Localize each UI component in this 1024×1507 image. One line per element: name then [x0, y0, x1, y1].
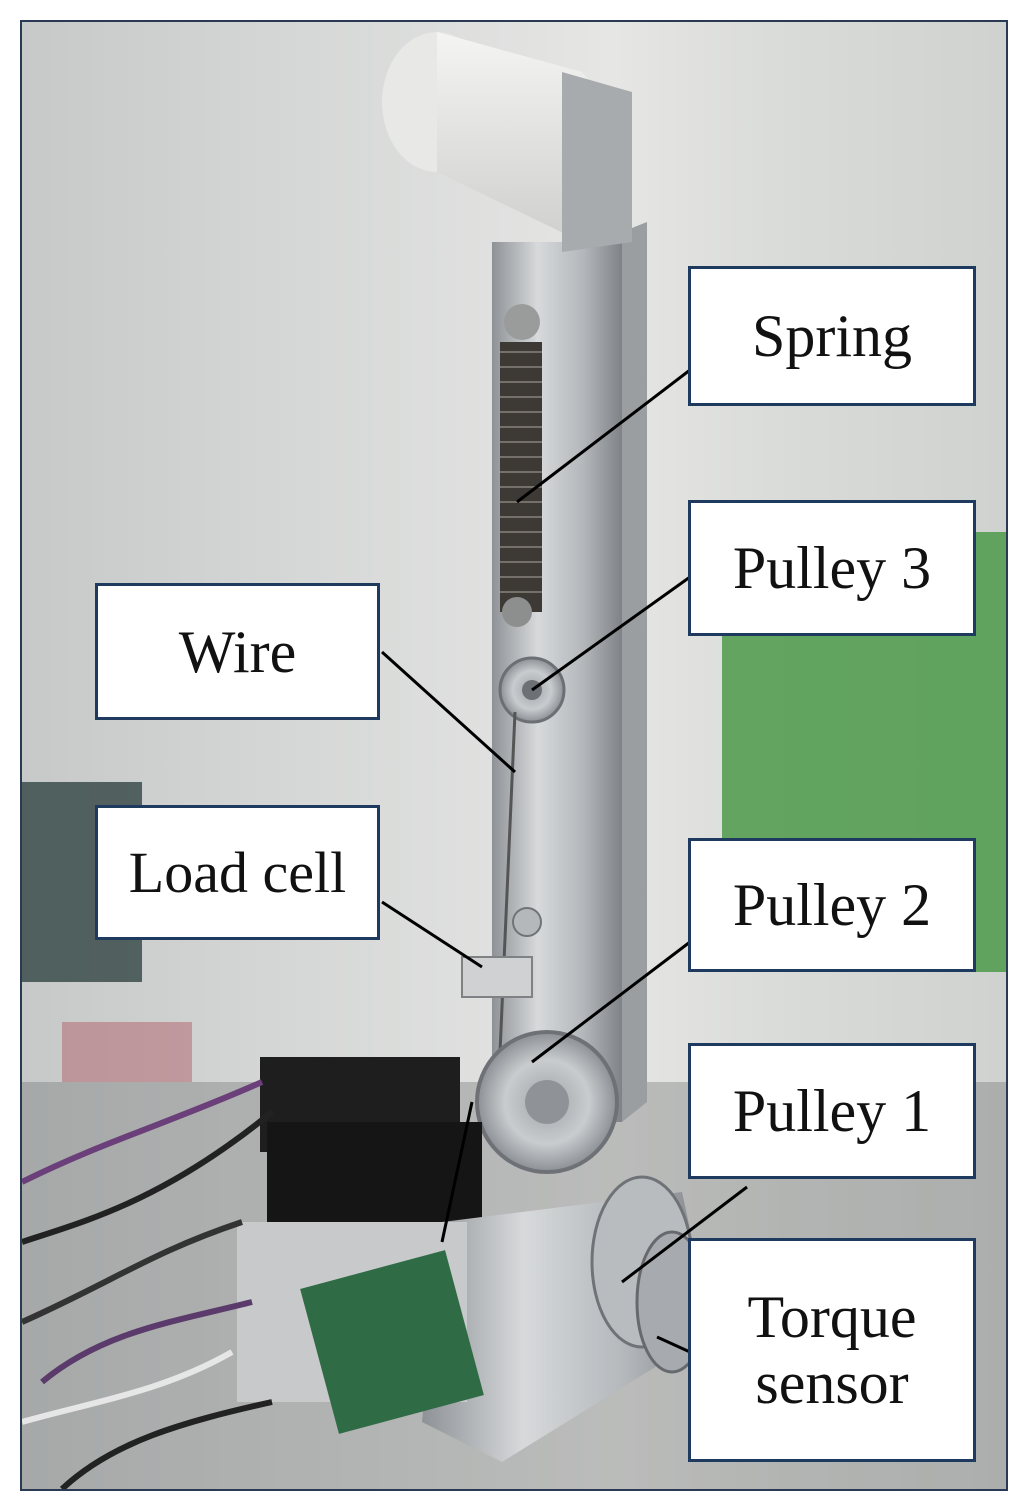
torque-sensor-label-line2: sensor	[755, 1350, 909, 1416]
pulley-1-label-text: Pulley 1	[732, 1078, 932, 1144]
leader-wire	[380, 650, 517, 774]
circuit-board	[300, 1250, 484, 1434]
pulley-3-label-text: Pulley 3	[732, 535, 932, 601]
leader-load-cell	[381, 900, 483, 969]
load-cell-label-text: Load cell	[128, 839, 347, 905]
load-cell-label: Load cell	[95, 805, 380, 940]
leader-spring	[516, 368, 691, 504]
cylinder-flange	[562, 72, 632, 252]
leader-pulley1	[621, 1185, 748, 1284]
pulley-3-label: Pulley 3	[688, 500, 976, 636]
leader-pulley3	[531, 575, 691, 692]
torque-sensor-label: Torque sensor	[688, 1238, 976, 1462]
leader-pulley2	[531, 940, 691, 1064]
red-blur	[62, 1022, 192, 1082]
spring-coil	[500, 304, 542, 627]
cables	[22, 1079, 274, 1489]
wire-label: Wire	[95, 583, 380, 720]
black-box-2	[267, 1122, 482, 1232]
pulley-2-label: Pulley 2	[688, 838, 976, 972]
leader-lines	[380, 368, 748, 1354]
pulley-1-label: Pulley 1	[688, 1043, 976, 1179]
arm-edge	[622, 222, 647, 1122]
load-cell-shape	[461, 956, 533, 998]
wire-label-text: Wire	[178, 618, 297, 685]
spring-label-text: Spring	[751, 303, 913, 369]
spring-label: Spring	[688, 266, 976, 406]
torque-sensor-label-line1: Torque	[747, 1284, 917, 1350]
leader-pulley2-extra	[440, 1101, 474, 1243]
leader-torque	[656, 1335, 691, 1354]
pulley-2-label-text: Pulley 2	[732, 872, 932, 938]
